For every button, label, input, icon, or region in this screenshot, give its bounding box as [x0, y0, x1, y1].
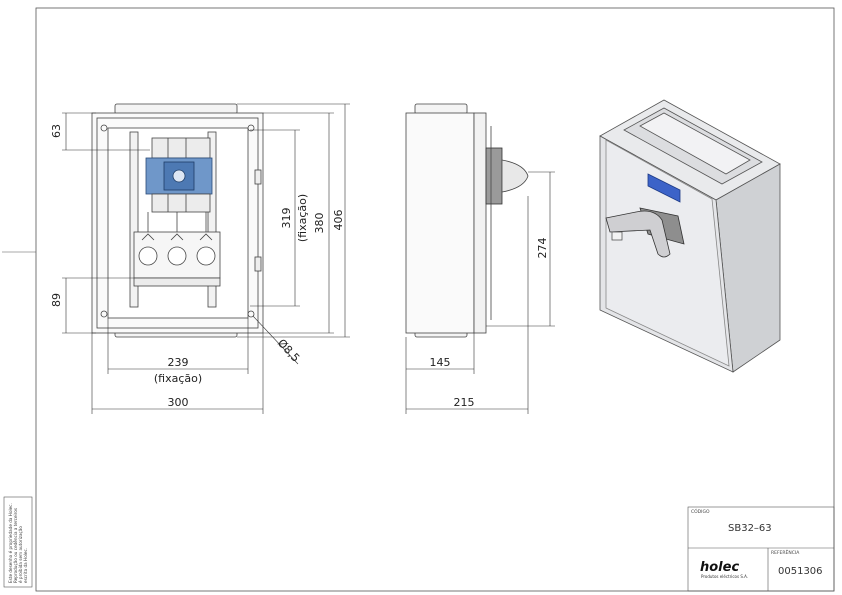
side-view — [405, 103, 529, 338]
side-handle-base — [485, 147, 503, 205]
reference-value: 0051306 — [778, 566, 823, 577]
dim-total-depth: 215 — [454, 396, 475, 409]
iso-handle-lever — [605, 210, 671, 258]
title-block — [687, 506, 835, 592]
code-label: CÓDIGO — [691, 508, 710, 515]
dim-body-depth: 145 — [430, 356, 451, 369]
code-value: SB32–63 — [728, 523, 772, 534]
isometric-view — [599, 99, 781, 373]
fix-hole-tl — [100, 124, 108, 132]
dim-fix-width-note: (fixação) — [154, 372, 202, 385]
front-enclosure-inner — [96, 117, 259, 329]
reference-label: REFERÊNCIA — [771, 548, 800, 556]
dim-fix-width: 239 — [168, 356, 189, 369]
side-handle — [501, 159, 529, 193]
breaker-knob-center — [172, 169, 186, 183]
dim-outer-height: 406 — [332, 210, 345, 231]
breaker-top-contacts — [151, 137, 211, 159]
dim-outer-width: 300 — [168, 396, 189, 409]
brand-sub: Produtos eléctricos S.A. — [701, 574, 748, 579]
front-view — [91, 103, 264, 338]
front-dimensions — [62, 103, 350, 414]
side-door — [473, 112, 487, 334]
dim-fix-height-note: (fixação) — [296, 194, 309, 242]
fix-hole-bl — [100, 310, 108, 318]
side-note-line-4: escrita da Holec. — [23, 548, 28, 583]
side-note-line-3: é proibida sem autorização — [18, 526, 23, 583]
side-body — [405, 112, 475, 334]
breaker-bottom-contacts — [151, 193, 211, 213]
terminal-1 — [138, 246, 158, 266]
dim-bottom-terminal: 89 — [50, 293, 63, 307]
side-note-line-2: Reprodução ou cedência a terceiros — [13, 508, 18, 583]
front-hinge-top — [254, 169, 262, 185]
dim-fix-height: 319 — [280, 208, 293, 229]
rail-left — [129, 131, 139, 308]
side-dimensions — [405, 171, 555, 414]
breaker-knob — [163, 161, 195, 191]
terminal-2 — [167, 246, 187, 266]
side-note-line-1: Este desenho é propriedade da Holec. — [8, 503, 13, 583]
dim-top-terminal: 63 — [50, 124, 63, 138]
sheet-border — [35, 7, 835, 592]
brand-logo: holec — [700, 560, 739, 575]
dim-inner-height: 380 — [313, 213, 326, 234]
iso-window — [647, 173, 681, 203]
rail-right — [207, 131, 217, 308]
dim-hole: Ø8,5 — [275, 337, 302, 365]
terminal-3 — [196, 246, 216, 266]
front-hinge-bottom — [254, 256, 262, 272]
front-top-tab — [114, 103, 238, 115]
fix-hole-br — [247, 310, 255, 318]
terminal-arrows — [141, 233, 213, 241]
fix-hole-tr — [247, 124, 255, 132]
side-note: Este desenho é propriedade da Holec. Rep… — [3, 496, 33, 588]
dim-handle-height: 274 — [536, 238, 549, 259]
